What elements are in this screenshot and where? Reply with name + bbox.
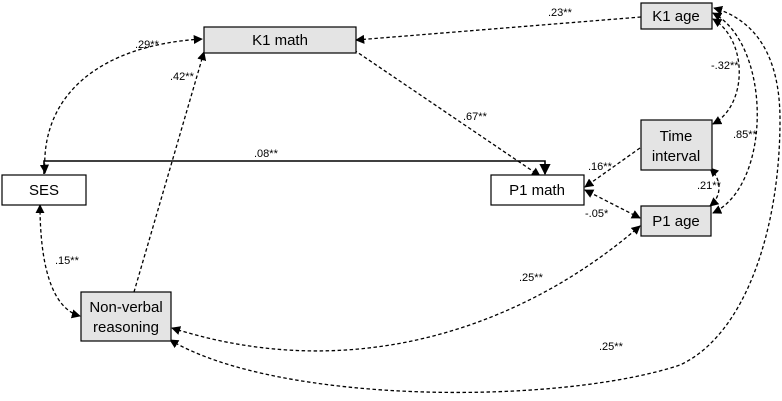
node-p1-math-label: P1 math — [509, 182, 565, 199]
node-k1-age-label: K1 age — [652, 8, 700, 25]
node-time-interval-label-2: interval — [652, 148, 700, 165]
node-p1-age: P1 age — [640, 205, 712, 237]
node-k1-age: K1 age — [640, 2, 713, 30]
path-nonverbal-k1age — [169, 5, 781, 394]
coef-k1age-p1age: .85** — [733, 129, 758, 141]
node-ses-label: SES — [29, 182, 59, 199]
path-ses-p1math — [43, 160, 551, 176]
path-ses-k1math — [39, 34, 203, 174]
coef-nonverbal-k1math: .42** — [170, 71, 195, 83]
node-k1-math-label: K1 math — [252, 32, 308, 49]
coef-timeinterval-p1age: .21** — [697, 180, 722, 192]
node-nonverbal-label-1: Non-verbal — [89, 299, 162, 316]
node-time-interval: Time interval — [640, 119, 713, 171]
node-k1-math: K1 math — [203, 26, 357, 54]
node-p1-age-label: P1 age — [652, 213, 700, 230]
coef-nonverbal-p1age: .25** — [519, 272, 544, 284]
coef-ses-nonverbal: .15** — [55, 255, 80, 267]
node-p1-math: P1 math — [490, 174, 585, 206]
coef-ses-p1math: .08** — [254, 148, 279, 160]
path-k1age-timeinterval — [712, 18, 740, 125]
node-nonverbal-reasoning: Non-verbal reasoning — [80, 291, 172, 342]
path-nonverbal-k1math — [133, 51, 207, 293]
coef-nonverbal-k1age: .25** — [599, 341, 624, 353]
coef-k1math-p1math: .67** — [463, 111, 488, 123]
node-ses: SES — [1, 174, 87, 206]
path-ses-nonverbal — [35, 204, 81, 319]
coef-timeinterval-p1math: .16** — [588, 161, 613, 173]
coef-k1age-k1math: .23** — [548, 7, 573, 19]
path-k1age-p1age — [712, 12, 758, 214]
node-nonverbal-label-2: reasoning — [93, 319, 159, 336]
coef-ses-k1math: .29** — [135, 39, 160, 51]
path-nonverbal-p1age — [171, 225, 641, 352]
path-k1age-k1math — [355, 16, 642, 44]
node-time-interval-label-1: Time — [660, 128, 693, 145]
path-k1math-p1math — [353, 49, 541, 177]
coef-k1age-timeinterval: -.32** — [711, 60, 739, 72]
coef-p1age-p1math: -.05* — [585, 208, 609, 220]
